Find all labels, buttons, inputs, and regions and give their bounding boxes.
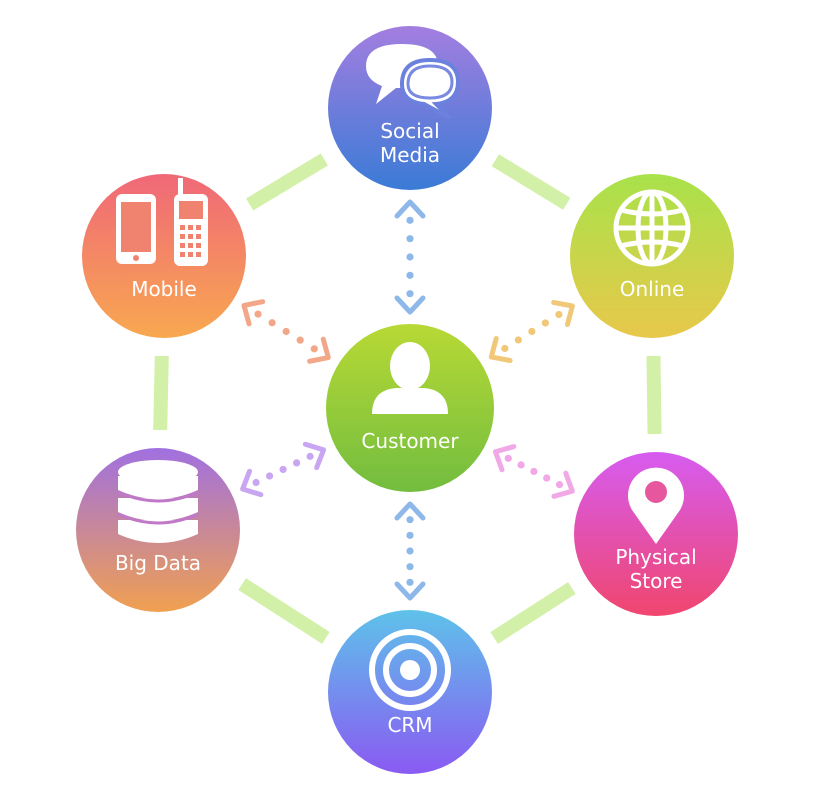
arrow-big-data	[240, 441, 327, 498]
node-label-customer: Customer	[361, 429, 459, 453]
ring-segment-big-data	[153, 355, 169, 431]
node-label-physical-store: Store	[630, 569, 683, 593]
person-icon	[372, 342, 448, 414]
mobile-phones-icon	[116, 178, 208, 266]
node-label-mobile: Mobile	[131, 277, 197, 301]
node-mobile[interactable]: Mobile	[82, 174, 246, 338]
node-label-big-data: Big Data	[115, 551, 201, 575]
node-big-data[interactable]: Big Data	[76, 448, 240, 612]
arrow-crm	[394, 501, 426, 601]
database-icon	[117, 460, 199, 543]
ring-segment-crm	[238, 578, 330, 644]
ring-segment-physical-store	[490, 582, 576, 644]
node-online[interactable]: Online	[570, 174, 734, 338]
arrow-social-media	[394, 199, 426, 315]
node-label-social-media: Media	[380, 143, 440, 167]
speech-bubbles-icon	[366, 44, 461, 120]
ring-segments	[153, 153, 662, 644]
node-label-crm: CRM	[387, 713, 432, 737]
globe-icon	[613, 189, 691, 267]
connector-arrows	[240, 199, 575, 601]
node-label-social-media: Social	[380, 119, 439, 143]
ring-segment-mobile	[246, 153, 328, 211]
arrow-physical-store	[492, 444, 575, 499]
map-pin-icon	[628, 467, 684, 544]
arrow-mobile	[241, 299, 331, 364]
node-label-online: Online	[620, 277, 685, 301]
node-crm[interactable]: CRM	[328, 610, 492, 774]
arrow-online	[488, 299, 575, 364]
node-label-physical-store: Physical	[615, 545, 696, 569]
ring-segment-online	[646, 355, 662, 435]
node-circle-mobile	[82, 174, 246, 338]
target-icon	[369, 629, 451, 711]
ring-segment-social-media	[491, 154, 571, 210]
node-customer[interactable]: Customer	[326, 324, 494, 492]
